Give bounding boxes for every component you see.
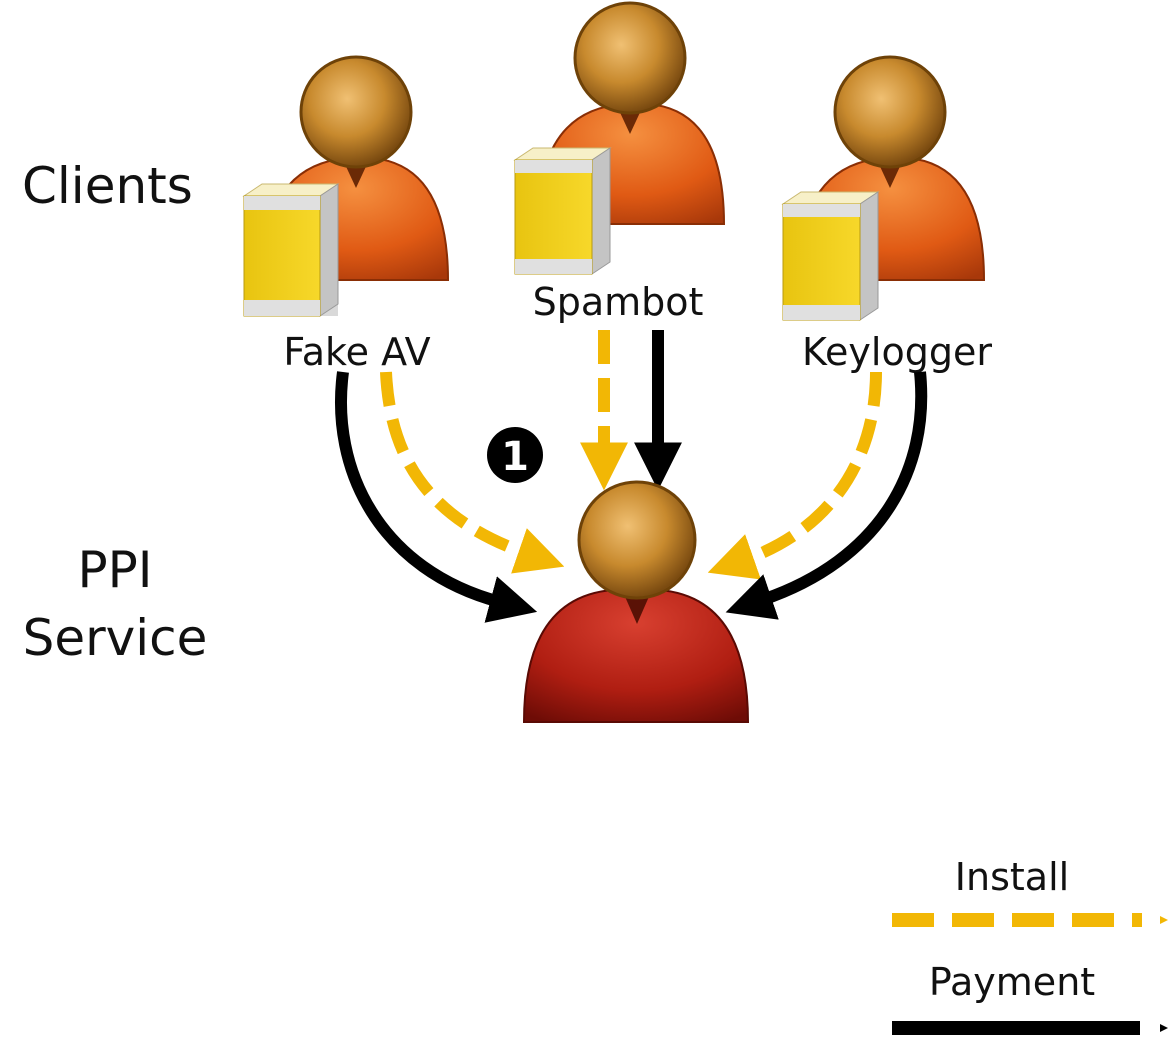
client-fake-av: Fake AV — [242, 55, 450, 374]
ppi-service-person-icon — [522, 480, 750, 723]
client-label: Fake AV — [283, 330, 430, 374]
client-keylogger: Keylogger — [781, 55, 992, 374]
legend: Install Payment — [892, 855, 1168, 1035]
software-box-icon — [513, 147, 612, 275]
payment-arrow-keylogger — [725, 371, 928, 620]
clients-section-label: Clients — [22, 157, 193, 215]
step-marker-number: 1 — [501, 434, 529, 480]
client-label: Keylogger — [802, 330, 992, 374]
step-marker: 1 — [487, 427, 543, 483]
install-arrow-keylogger — [707, 371, 882, 580]
flow-arrows — [334, 330, 928, 623]
client-label: Spambot — [533, 280, 704, 324]
software-box-icon — [781, 191, 880, 321]
legend-install-label: Install — [955, 855, 1069, 899]
ppi-section-label-line1: PPI — [77, 541, 152, 599]
software-box-icon — [242, 183, 340, 317]
ppi-section-label-line2: Service — [23, 609, 208, 667]
client-person-icon — [536, 1, 726, 225]
payment-arrow-fake-av — [334, 371, 538, 623]
install-arrow-fake-av — [380, 371, 565, 574]
legend-payment-label: Payment — [929, 960, 1095, 1004]
client-spambot: Spambot — [513, 1, 726, 324]
